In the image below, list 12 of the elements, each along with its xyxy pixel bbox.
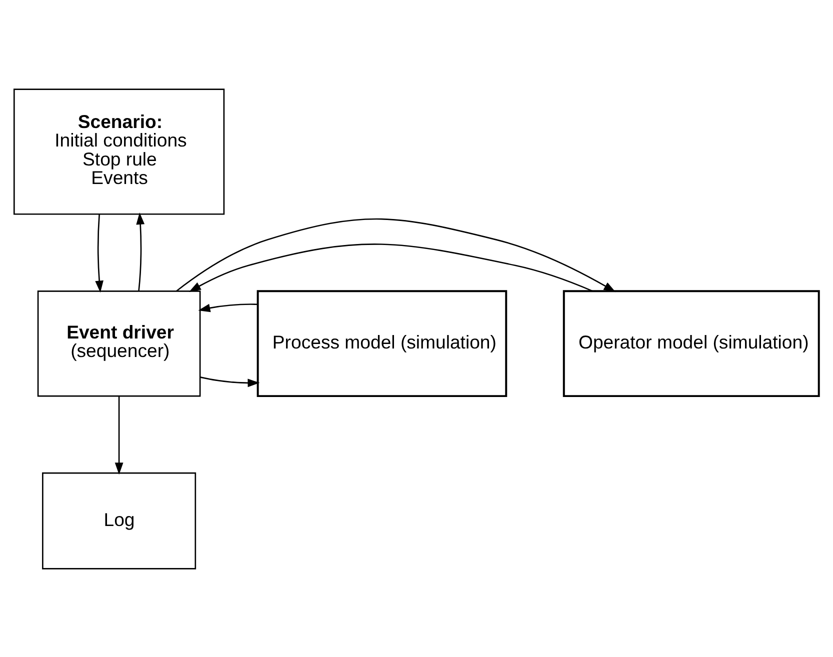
node-box: Event driver (sequencer) [37,290,201,396]
arrow [198,303,258,312]
arrow [188,243,593,292]
arrow [200,376,260,387]
arrow [136,212,145,290]
arrow [95,214,104,292]
node-box: Log [42,472,196,569]
arrow [114,396,124,474]
node-box: Scenario: Initial conditions Stop rule Events [13,88,225,214]
arrow [176,218,616,292]
node-box: Process model (simulation) [256,290,508,397]
node-box: Operator model (simulation) [562,290,820,397]
